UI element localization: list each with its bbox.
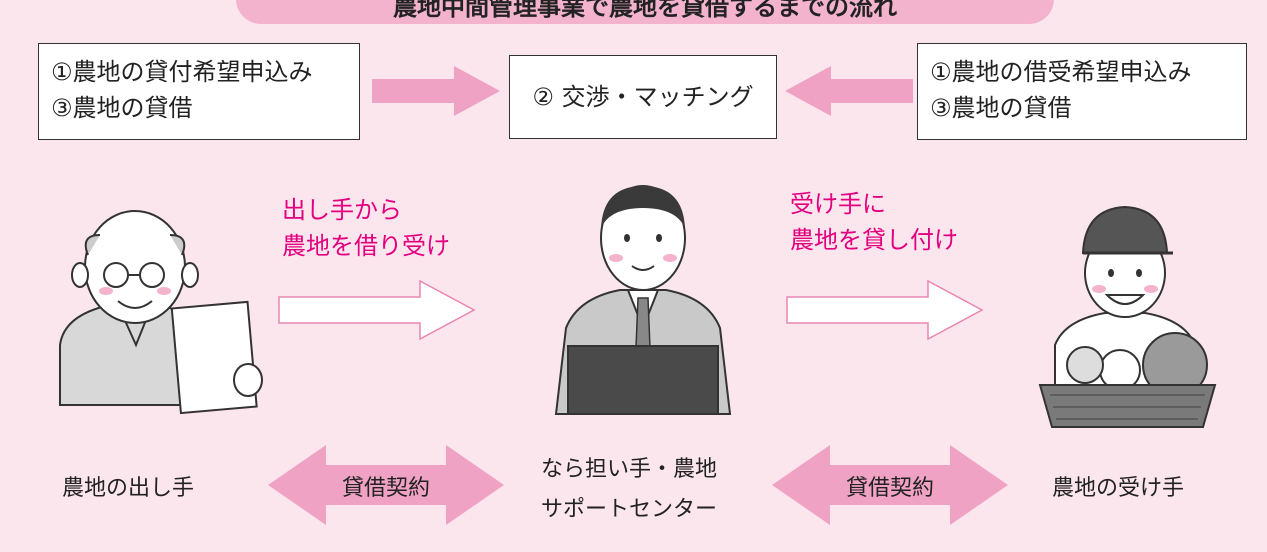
support-center-staff-illustration [554, 185, 732, 415]
contract-label-left: 貸借契約 [341, 476, 430, 501]
application-box-landowner: ①農地の貸付希望申込み ③農地の貸借 [38, 43, 360, 140]
flow-label-lend: 受け手に 農地を貸し付け [790, 190, 958, 254]
negotiation-box: ② 交渉・マッチング [509, 55, 777, 139]
arrow-left-pink-icon [785, 66, 913, 116]
arrow-right-pink-icon [372, 66, 500, 116]
page-title: 農地中間管理事業で農地を貸借するまでの流れ [393, 0, 897, 21]
box-item: ①農地の借受希望申込み [930, 58, 1192, 86]
double-arrow-contract-left-icon [268, 445, 504, 525]
box-item: ①農地の貸付希望申込み [51, 58, 313, 86]
flow-label-borrow: 出し手から 農地を借り受け [282, 196, 450, 260]
box-item: ③農地の貸借 [51, 94, 193, 122]
landowner-label: 農地の出し手 [62, 476, 195, 501]
contract-label-right: 貸借契約 [845, 476, 934, 501]
box-item: ③農地の貸借 [930, 94, 1072, 122]
arrow-right-outline-icon [278, 279, 476, 341]
box-item: ② 交渉・マッチング [532, 83, 754, 111]
application-box-tenant: ①農地の借受希望申込み ③農地の貸借 [917, 43, 1247, 140]
tenant-illustration [1038, 205, 1217, 428]
support-center-label: なら担い手・農地 サポートセンター [541, 457, 718, 522]
tenant-label: 農地の受け手 [1052, 476, 1185, 501]
title-banner: 農地中間管理事業で農地を貸借するまでの流れ [236, 0, 1054, 24]
double-arrow-contract-right-icon [772, 445, 1008, 525]
arrow-right-outline-icon [786, 279, 984, 341]
landowner-illustration [59, 210, 263, 415]
